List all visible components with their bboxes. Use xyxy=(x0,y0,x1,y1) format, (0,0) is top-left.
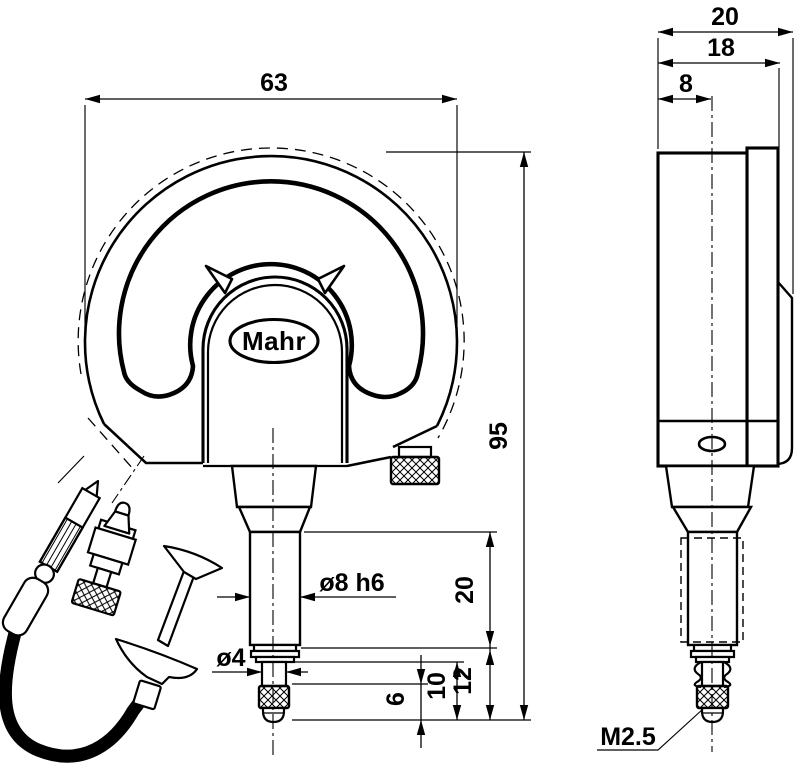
knob-flange xyxy=(397,445,433,459)
rear-plate xyxy=(775,281,794,466)
brand-logo-text: Mahr xyxy=(242,326,306,356)
ext-lines-95 xyxy=(292,151,531,721)
dim-height-label: 95 xyxy=(485,422,513,450)
front-view: Mahr xyxy=(77,147,465,757)
thread-leader-line xyxy=(597,708,704,751)
side-view xyxy=(656,96,794,752)
dim-stub-dia-label: ø4 xyxy=(216,644,245,672)
accessory-axis-leader xyxy=(111,455,145,504)
ext-lines-20-12 xyxy=(301,531,497,649)
housing-outline xyxy=(83,154,459,427)
housing-bottom-left xyxy=(103,423,203,465)
lever-lower-disc xyxy=(114,637,199,686)
stem xyxy=(248,530,302,647)
lever-top-cap xyxy=(162,544,224,581)
cable-probe xyxy=(1,479,102,637)
right-horn xyxy=(316,264,346,295)
collet-attachment xyxy=(70,501,138,617)
cable-ferrule xyxy=(132,679,162,711)
lever-stem xyxy=(156,569,196,648)
accessory-group xyxy=(0,455,224,763)
side-collar xyxy=(664,464,756,509)
phantom-outline-arc xyxy=(77,147,465,439)
accessory-leader-line xyxy=(57,455,85,484)
phantom-outline-chamfer xyxy=(87,417,135,471)
left-horn xyxy=(204,264,234,295)
ext-lines-depth xyxy=(657,38,794,294)
thread-label: M2.5 xyxy=(600,723,656,751)
boot-wave-right xyxy=(723,661,732,689)
dim-12-label: 12 xyxy=(449,667,477,695)
stem-collar xyxy=(230,464,318,509)
dim-face-axis-label: 8 xyxy=(679,70,693,98)
housing-bottom-right xyxy=(346,424,438,468)
dim-6-label: 6 xyxy=(382,692,410,706)
dim-body-depth-label: 18 xyxy=(707,34,735,62)
side-body xyxy=(656,151,749,468)
dimension-annotations: 63 20 18 8 95 20 12 10 6 xyxy=(84,3,794,751)
dim-width-label: 63 xyxy=(260,69,288,97)
dim-stem-dia-label: ø8 h6 xyxy=(319,569,384,597)
dome-inner-line xyxy=(206,283,344,463)
knurled-knob xyxy=(389,455,441,486)
tip-knurled-nut xyxy=(257,684,291,710)
ext-lines-63 xyxy=(84,105,458,335)
stem-taper xyxy=(237,505,312,534)
dome-outline xyxy=(201,275,349,463)
logo-ellipse xyxy=(228,317,320,365)
cable-core xyxy=(1,631,146,761)
dim-total-depth-label: 20 xyxy=(711,3,739,31)
tip-stub xyxy=(260,660,288,688)
dim-10-label: 10 xyxy=(423,672,451,700)
boot-wave-left xyxy=(693,661,702,689)
rear-block xyxy=(745,146,780,468)
bell-outline xyxy=(116,179,426,400)
dim-stem-length-label: 20 xyxy=(451,576,479,604)
